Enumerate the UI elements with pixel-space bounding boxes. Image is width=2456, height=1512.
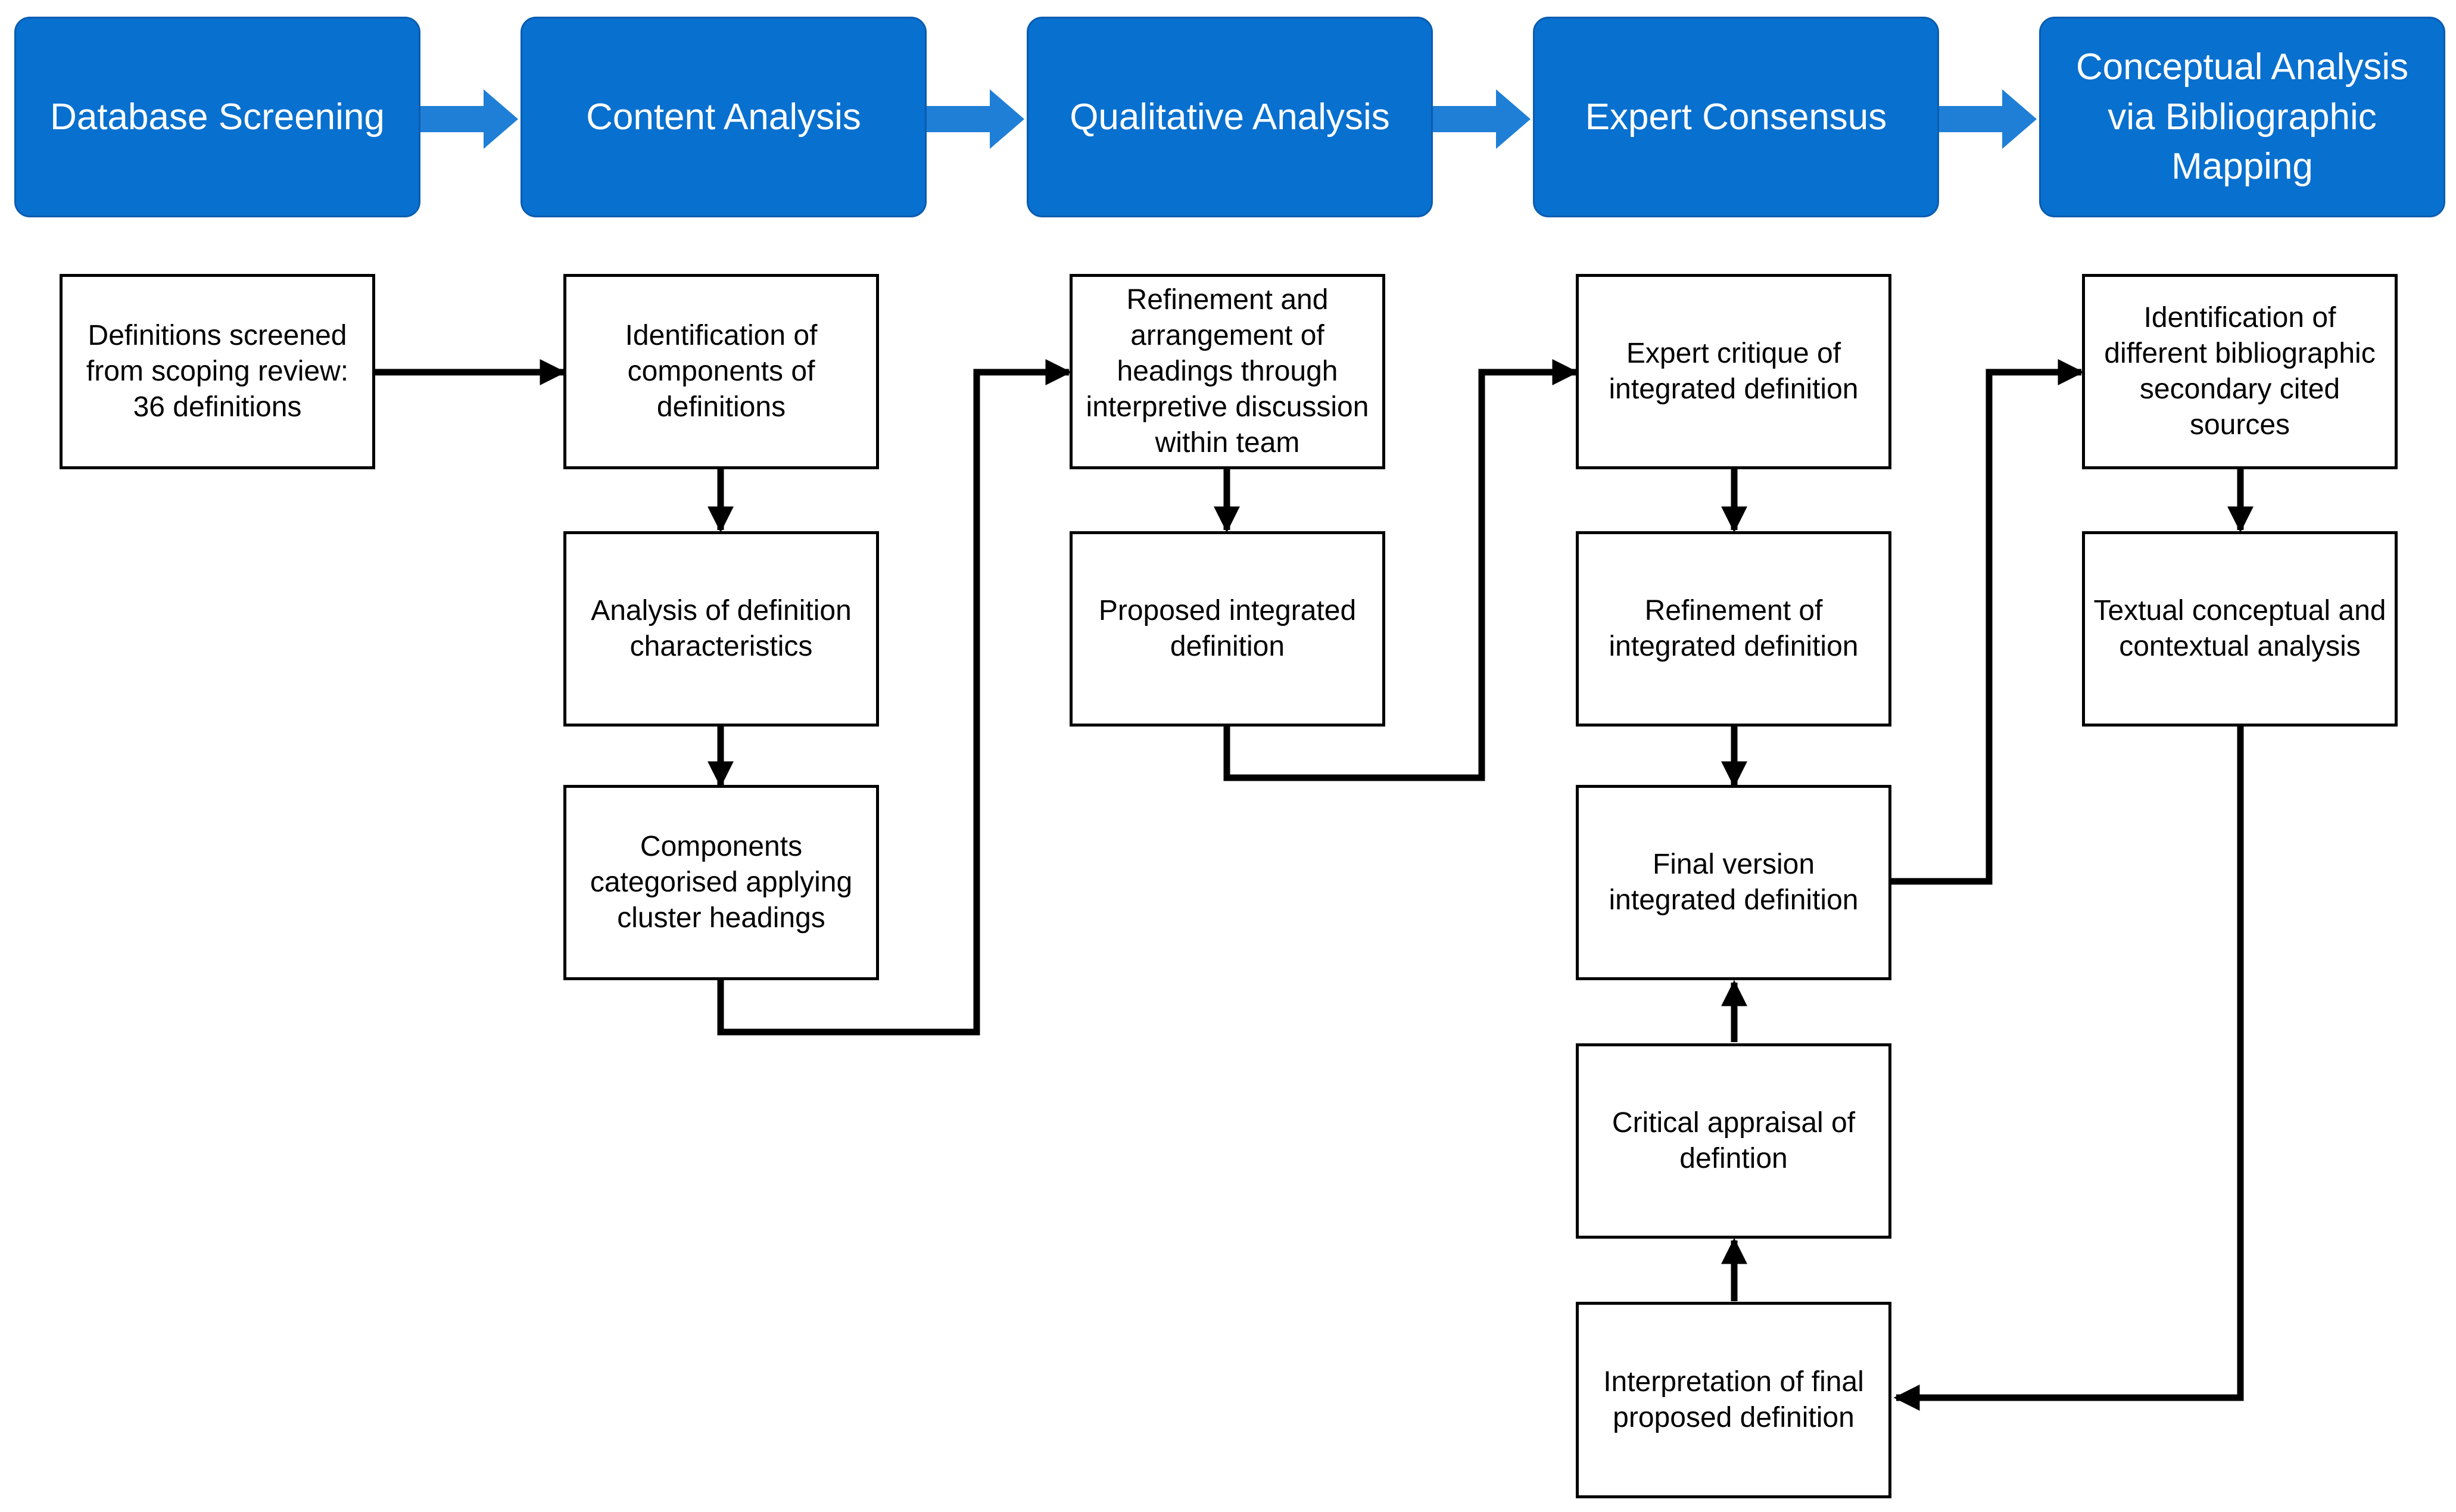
step-expert-critique: Expert critique of integrated definition — [1576, 274, 1891, 469]
step-analysis-of-characteristics: Analysis of definition characteristics — [563, 531, 879, 727]
phase-content-analysis: Content Analysis — [521, 17, 927, 217]
phase-database-screening: Database Screening — [14, 17, 420, 217]
step-interpretation-of-final-definition: Interpretation of final proposed definit… — [1576, 1302, 1891, 1498]
step-identification-of-bibliographic-sources: Identification of different bibliographi… — [2082, 274, 2398, 469]
phase-expert-consensus: Expert Consensus — [1533, 17, 1939, 217]
phase-qualitative-analysis: Qualitative Analysis — [1027, 17, 1433, 217]
connector-proposed-to-critique — [1223, 359, 1579, 781]
phase-conceptual-analysis: Conceptual Analysis via Bibliographic Ma… — [2039, 17, 2445, 217]
phase-arrow-1 — [420, 89, 518, 149]
step-proposed-integrated-definition: Proposed integrated definition — [1070, 531, 1385, 727]
phase-arrow-3 — [1433, 89, 1531, 149]
connector-textual-to-interpretation — [1893, 727, 2244, 1411]
step-textual-analysis: Textual conceptual and contextual analys… — [2082, 531, 2398, 727]
step-final-version: Final version integrated definition — [1576, 785, 1891, 980]
connector-categorised-to-refinement — [717, 359, 1072, 1036]
phase-arrow-4 — [1939, 89, 2037, 149]
step-definitions-screened: Definitions screened from scoping review… — [60, 274, 375, 469]
step-identification-of-components: Identification of components of definiti… — [563, 274, 879, 469]
step-refinement-of-headings: Refinement and arrangement of headings t… — [1070, 274, 1385, 469]
phase-arrow-2 — [927, 89, 1024, 149]
step-components-categorised: Components categorised applying cluster … — [563, 785, 879, 980]
step-critical-appraisal: Critical appraisal of defintion — [1576, 1043, 1891, 1239]
connector-final-to-bibliographic — [1891, 359, 2084, 885]
step-refinement-of-integrated-definition: Refinement of integrated definition — [1576, 531, 1891, 727]
